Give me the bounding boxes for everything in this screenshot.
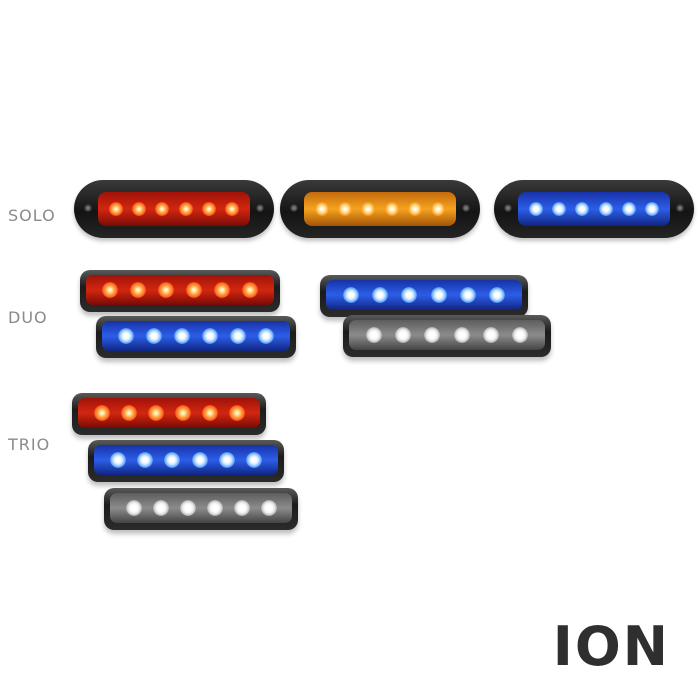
brand-logo: ION xyxy=(552,615,670,678)
led xyxy=(512,327,529,343)
led xyxy=(202,328,218,344)
led xyxy=(384,202,399,216)
bar-lens xyxy=(102,321,290,351)
trio-light-red xyxy=(72,393,266,435)
led xyxy=(136,452,153,468)
trio-light-white xyxy=(104,488,298,530)
trio-light-blue xyxy=(88,440,284,482)
led xyxy=(130,282,146,298)
label-duo: DUO xyxy=(8,308,48,327)
led xyxy=(108,202,123,216)
screw-icon xyxy=(462,204,470,212)
label-solo: SOLO xyxy=(8,206,56,225)
led xyxy=(201,202,216,216)
led xyxy=(174,405,191,421)
duo-light-blue xyxy=(96,316,296,358)
screw-icon xyxy=(256,204,264,212)
led xyxy=(482,327,499,343)
led xyxy=(164,452,181,468)
led xyxy=(218,452,235,468)
led xyxy=(125,500,142,516)
solo-lens xyxy=(98,192,250,226)
led xyxy=(621,202,636,216)
solo-lens xyxy=(304,192,456,226)
led xyxy=(233,500,250,516)
led xyxy=(342,287,359,303)
led xyxy=(93,405,110,421)
led xyxy=(152,500,169,516)
solo-light-red xyxy=(74,180,274,238)
screw-icon xyxy=(84,204,92,212)
bar-lens xyxy=(326,280,522,310)
solo-light-amber xyxy=(280,180,480,238)
led xyxy=(371,287,388,303)
screw-icon xyxy=(676,204,684,212)
led xyxy=(174,328,190,344)
led xyxy=(361,202,376,216)
bar-lens xyxy=(110,493,292,523)
led xyxy=(260,500,277,516)
led xyxy=(551,202,566,216)
duo-light-white xyxy=(343,315,551,357)
led xyxy=(225,202,240,216)
label-trio: TRIO xyxy=(8,435,51,454)
led xyxy=(489,287,506,303)
led xyxy=(206,500,223,516)
led xyxy=(201,405,218,421)
led xyxy=(178,202,193,216)
led xyxy=(120,405,137,421)
solo-light-blue xyxy=(494,180,694,238)
led xyxy=(146,328,162,344)
led xyxy=(645,202,660,216)
led xyxy=(258,328,274,344)
led xyxy=(424,327,441,343)
led xyxy=(158,282,174,298)
led xyxy=(431,202,446,216)
screw-icon xyxy=(504,204,512,212)
led xyxy=(118,328,134,344)
led xyxy=(394,327,411,343)
led xyxy=(109,452,126,468)
led xyxy=(102,282,118,298)
duo-light-red xyxy=(80,270,280,312)
led xyxy=(186,282,202,298)
led xyxy=(598,202,613,216)
led xyxy=(246,452,263,468)
solo-lens xyxy=(518,192,670,226)
led xyxy=(430,287,447,303)
led xyxy=(131,202,146,216)
led xyxy=(179,500,196,516)
led xyxy=(228,405,245,421)
bar-lens xyxy=(349,320,545,350)
led xyxy=(453,327,470,343)
led xyxy=(191,452,208,468)
led xyxy=(575,202,590,216)
led xyxy=(155,202,170,216)
led xyxy=(528,202,543,216)
bar-lens xyxy=(78,398,260,428)
bar-lens xyxy=(86,275,274,305)
led xyxy=(242,282,258,298)
led xyxy=(230,328,246,344)
led xyxy=(214,282,230,298)
screw-icon xyxy=(290,204,298,212)
led xyxy=(365,327,382,343)
led xyxy=(314,202,329,216)
led xyxy=(337,202,352,216)
led xyxy=(407,202,422,216)
led xyxy=(147,405,164,421)
led xyxy=(459,287,476,303)
bar-lens xyxy=(94,445,278,475)
duo-light-blue xyxy=(320,275,528,317)
led xyxy=(401,287,418,303)
